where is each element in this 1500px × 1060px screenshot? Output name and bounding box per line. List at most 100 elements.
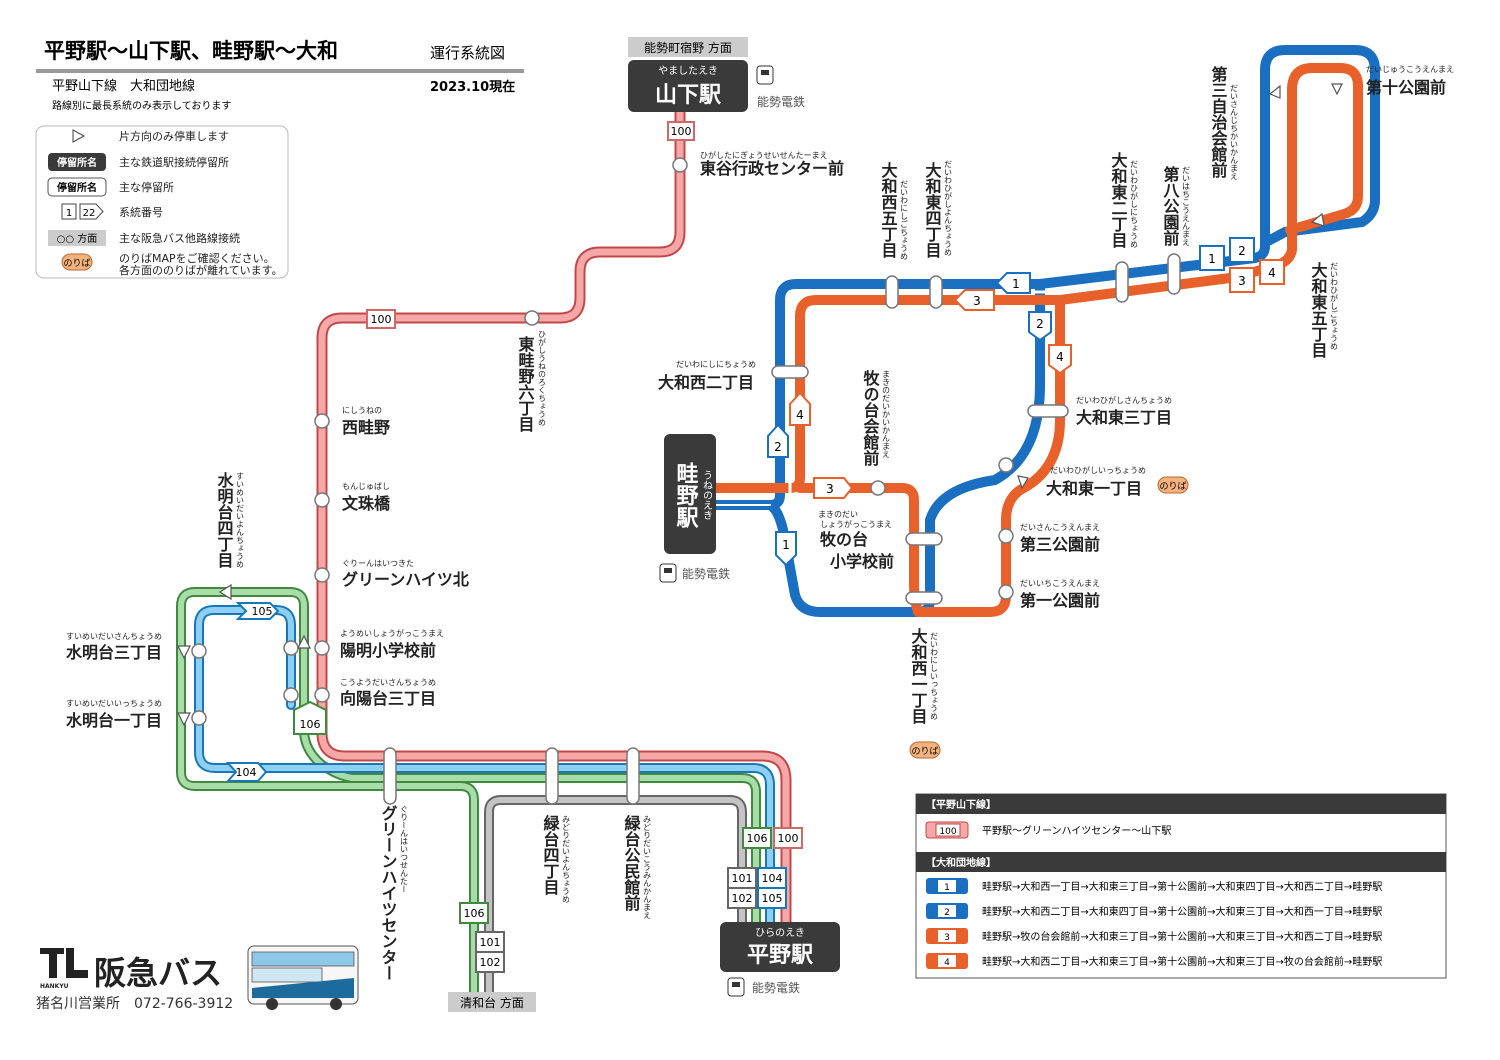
- stop-kana: すいめいだいよんちょうめ: [236, 472, 245, 568]
- stop-name-yomei[interactable]: 陽明小学校前: [340, 641, 436, 660]
- stop-marker[interactable]: [524, 310, 540, 326]
- stop-name-greenheights-kita[interactable]: グリーンハイツ北: [342, 570, 469, 589]
- stop-bar[interactable]: [626, 747, 640, 805]
- stop-marker[interactable]: [191, 710, 207, 726]
- stop-name-greenheights-center[interactable]: グリーンハイツセンター: [379, 805, 398, 981]
- stop-name-yamatohigashi1[interactable]: 大和東一丁目: [1046, 479, 1142, 498]
- stop-marker[interactable]: [314, 640, 330, 656]
- stop-bar[interactable]: [771, 365, 809, 379]
- stop-name-makinodai-sho-2[interactable]: 小学校前: [830, 552, 894, 571]
- route-badge-text: 106: [300, 718, 321, 731]
- stop-name-dai3jichi[interactable]: 第三自治会館前: [1209, 65, 1228, 179]
- stop-kana: だいさんじちかいかんまえ: [1230, 84, 1239, 180]
- stop-kana: まきのだいかいかんまえ: [882, 370, 891, 458]
- legend-noriba-box: [61, 253, 93, 271]
- stop-name-midoridai4[interactable]: 緑台四丁目: [541, 814, 560, 895]
- uneno-station-box[interactable]: [664, 434, 716, 554]
- stop-name-nishiuneno[interactable]: 西畦野: [342, 418, 390, 437]
- stop-kana: すいめいだいいっちょうめ: [66, 699, 162, 708]
- stop-bar[interactable]: [1027, 404, 1069, 418]
- stop-name-higashitani[interactable]: 東谷行政センター前: [700, 159, 844, 178]
- stop-marker[interactable]: [314, 492, 330, 508]
- route-badges: 100 100 105 106 104 106 100 101 102 104 …: [225, 121, 1285, 1012]
- stop-marker[interactable]: [314, 413, 330, 429]
- one-way-triangle-icon: [1331, 83, 1343, 96]
- stop-marker[interactable]: [998, 457, 1014, 473]
- route-table-yamato-row: 4 畦野駅→大和西二丁目→大和東三丁目→第十公園前→大和東三丁目→牧の台会館前→…: [926, 953, 1382, 969]
- stop-marker[interactable]: [314, 567, 330, 583]
- stop-name-yamatonishi5[interactable]: 大和西五丁目: [879, 161, 898, 258]
- stop-bar[interactable]: [905, 591, 943, 605]
- stop-markers: [191, 157, 1181, 805]
- stop-bar[interactable]: [929, 275, 943, 309]
- stop-name-yamatonishi1[interactable]: 大和西一丁目: [909, 627, 928, 724]
- route-badge-2: [1229, 237, 1255, 263]
- route-badge-106: [742, 827, 772, 849]
- route-table-num-box: [938, 880, 956, 892]
- stop-name-dai1koen[interactable]: 第一公園前: [1020, 591, 1100, 610]
- stop-bar[interactable]: [383, 747, 397, 805]
- stop-name-midoridai-kominkan[interactable]: 緑台公民館前: [622, 814, 641, 912]
- stop-bar[interactable]: [1167, 253, 1181, 295]
- stop-kana: にしうねの: [342, 406, 382, 415]
- stop-marker[interactable]: [998, 584, 1014, 600]
- stop-bar[interactable]: [885, 275, 899, 309]
- stop-name-koyodai3[interactable]: 向陽台三丁目: [340, 689, 436, 708]
- legend-major-stop-desc: 主な鉄道駅接続停留所: [119, 155, 229, 169]
- yamashita-station-box[interactable]: [628, 60, 748, 112]
- station-uneno[interactable]: 畦野駅 うねのえき 能勢電鉄: [659, 434, 730, 583]
- stop-kana: だいわひがしさんちょうめ: [1076, 395, 1172, 405]
- noriba-badge[interactable]: [909, 741, 941, 759]
- yamashita-kana: やましたえき: [658, 65, 718, 77]
- stop-name-yamatonishi2[interactable]: 大和西二丁目: [658, 373, 754, 392]
- route-lines: [176, 45, 1380, 997]
- stop-kana: だいいちこうえんまえ: [1020, 579, 1100, 588]
- stop-name-makinodai-kaikan[interactable]: 牧の台会館前: [861, 369, 880, 467]
- route-line-yamato-orange: [711, 63, 1363, 493]
- stop-name-dai10koen[interactable]: 第十公園前: [1366, 78, 1446, 97]
- stop-name-monjubashi[interactable]: 文珠橋: [342, 494, 391, 513]
- one-way-triangle-icon: [177, 712, 191, 727]
- stop-bar[interactable]: [545, 747, 559, 805]
- stop-bar[interactable]: [1115, 261, 1129, 303]
- hirano-station-box[interactable]: [720, 922, 840, 972]
- stop-kana: だいわにしにちょうめ: [676, 360, 756, 369]
- station-yamashita[interactable]: 能勢町宿野 方面 やましたえき 山下駅 能勢電鉄: [628, 37, 805, 112]
- route-badge-4: [1259, 259, 1285, 285]
- route-badge-1: [775, 531, 797, 567]
- legend-major-stop-box: [48, 153, 106, 171]
- stop-name-suimeidai3[interactable]: 水明台三丁目: [66, 643, 162, 662]
- legend-direction-text: ○○ 方面: [57, 232, 98, 245]
- noriba-badge[interactable]: [1157, 476, 1189, 494]
- noriba-badge-text: のりば: [911, 746, 938, 757]
- stop-name-yamatohigashi4[interactable]: 大和東四丁目: [923, 161, 942, 258]
- stop-name-yamatohigashi3[interactable]: 大和東三丁目: [1076, 408, 1172, 427]
- stop-marker[interactable]: [283, 687, 299, 703]
- stop-bar[interactable]: [905, 532, 943, 546]
- stop-name-suimeidai1[interactable]: 水明台一丁目: [66, 711, 162, 730]
- stop-marker[interactable]: [870, 480, 886, 496]
- stop-name-dai8koen[interactable]: 第八公園前: [1161, 165, 1181, 247]
- legend-direction-desc: 主な阪急バス他路線接続: [119, 231, 240, 245]
- one-way-triangle-icon: [1017, 475, 1029, 490]
- route-badge-1: [995, 272, 1031, 294]
- stop-marker[interactable]: [283, 640, 299, 656]
- stop-name-makinodai-sho[interactable]: 牧の台: [820, 530, 868, 549]
- stop-name-yamatohigashi5[interactable]: 大和東五丁目: [1309, 261, 1328, 358]
- route-badge-text: 4: [1056, 350, 1064, 364]
- stop-name-higashiuneno6[interactable]: 東畦野六丁目: [516, 335, 535, 432]
- stop-marker[interactable]: [191, 643, 207, 659]
- stop-marker[interactable]: [314, 687, 330, 703]
- route-table-num: 1: [944, 883, 950, 893]
- stop-marker[interactable]: [998, 528, 1014, 544]
- seiwadai-direction-label: 清和台 方面: [460, 995, 524, 1010]
- stop-name-dai3koen[interactable]: 第三公園前: [1020, 535, 1100, 554]
- legend-stop-desc: 主な停留所: [119, 180, 174, 194]
- route-badge-text: 2: [1238, 244, 1246, 258]
- station-hirano[interactable]: ひらのえき 平野駅 能勢電鉄: [720, 922, 840, 997]
- stop-name-yamatohigashi2[interactable]: 大和東二丁目: [1109, 151, 1128, 248]
- stop-name-suimeidai4[interactable]: 水明台四丁目: [215, 471, 234, 568]
- stop-marker[interactable]: [672, 157, 688, 173]
- stop-kana: だいわひがしごちょうめ: [1330, 262, 1339, 350]
